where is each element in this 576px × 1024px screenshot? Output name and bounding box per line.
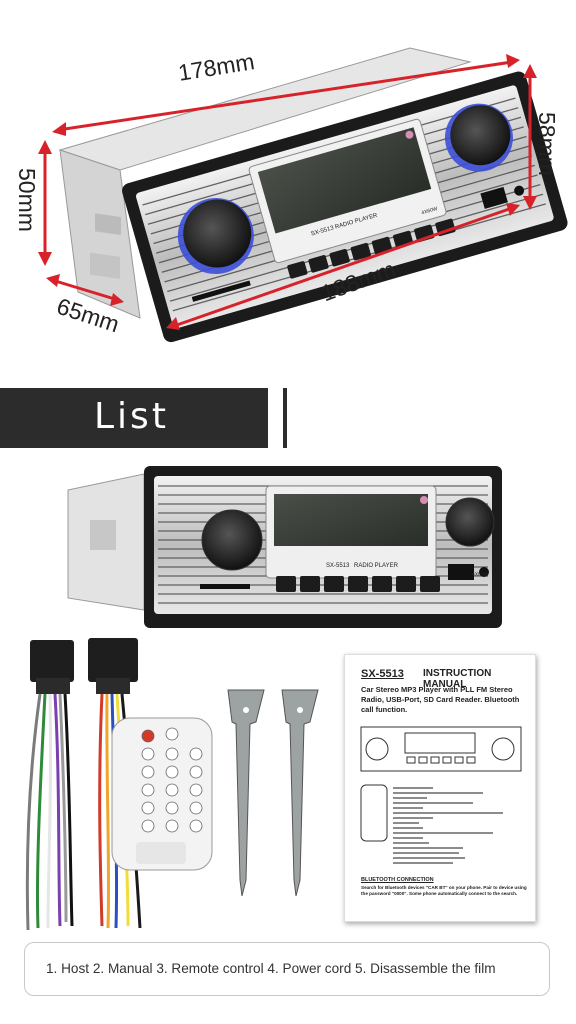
dimension-photo: SX-5513 RADIO PLAYER 4X60W bbox=[0, 0, 576, 360]
instruction-manual: SX-5513 INSTRUCTION MANUAL Car Stereo MP… bbox=[344, 654, 536, 922]
disassembly-tools bbox=[214, 680, 340, 910]
radio-dimension-illustration: SX-5513 RADIO PLAYER 4X60W bbox=[38, 47, 568, 343]
contents-caption-box: 1. Host 2. Manual 3. Remote control 4. P… bbox=[24, 942, 550, 996]
radio-model-label: SX-5513 bbox=[326, 563, 350, 569]
manual-title: INSTRUCTION MANUAL bbox=[423, 668, 492, 690]
manual-bluetooth-text: Search for Bluetooth devices "CAR BT" on… bbox=[361, 885, 527, 896]
manual-function-lines bbox=[393, 787, 503, 864]
manual-function-list bbox=[393, 785, 533, 871]
manual-remote-diagram bbox=[360, 784, 388, 842]
manual-model: SX-5513 bbox=[361, 668, 404, 680]
remote-control bbox=[108, 716, 216, 872]
section-title: List bbox=[94, 396, 169, 437]
dimension-height-front-label: 58mm bbox=[534, 112, 560, 176]
section-banner: List bbox=[0, 388, 268, 448]
disassembly-tools-illustration bbox=[227, 689, 319, 897]
radio-host-illustration bbox=[67, 466, 502, 628]
manual-radio-diagram bbox=[360, 726, 522, 772]
banner-divider bbox=[283, 388, 287, 448]
radio-power-label: 4X60W bbox=[472, 572, 489, 578]
radio-host-photo: SX-5513 RADIO PLAYER 4X60W bbox=[60, 460, 510, 630]
radio-badge-label: RADIO PLAYER bbox=[354, 563, 398, 569]
dimension-height-side-label: 50mm bbox=[14, 168, 40, 232]
manual-bluetooth-heading: BLUETOOTH CONNECTION bbox=[361, 877, 434, 883]
manual-description: Car Stereo MP3 Player with PLL FM Stereo… bbox=[361, 685, 520, 714]
svg-text:4X60W: 4X60W bbox=[421, 206, 439, 216]
contents-caption: 1. Host 2. Manual 3. Remote control 4. P… bbox=[46, 961, 496, 976]
remote-control-illustration bbox=[111, 717, 213, 871]
